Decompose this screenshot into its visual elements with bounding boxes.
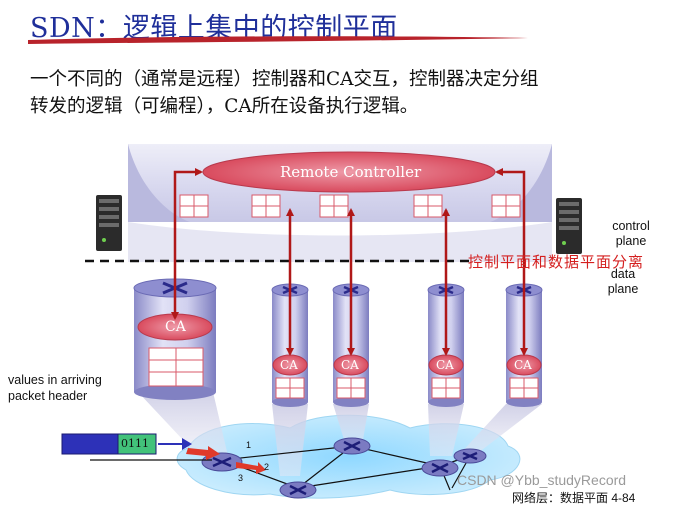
ca-label: CA <box>514 358 532 372</box>
separation-annotation: 控制平面和数据平面分离 <box>468 254 645 271</box>
controller-ca-arrows <box>171 168 528 356</box>
control-plane-label: control plane <box>612 219 650 248</box>
description-line: 一个不同的（通常是远程）控制器和CA交互，控制器决定分组 <box>30 69 539 90</box>
router-icon <box>279 481 317 499</box>
watermark: CSDN @Ybb_studyRecord <box>457 472 627 488</box>
flow-table-icon <box>319 194 349 218</box>
ca-label: CA <box>341 358 359 372</box>
flow-table-icon <box>491 194 521 218</box>
output-arrow-icon <box>186 446 220 460</box>
data-plane-label: data plane <box>607 267 639 296</box>
flow-table-icon <box>413 194 443 218</box>
switch-cones <box>138 392 542 476</box>
router-icon <box>333 437 371 455</box>
description-line: 转发的逻辑（可编程），CA所在设备执行逻辑。 <box>30 96 419 117</box>
router-icon <box>201 452 243 472</box>
server-icon <box>96 195 122 251</box>
description: 一个不同的（通常是远程）控制器和CA交互，控制器决定分组 转发的逻辑（可编程），… <box>30 66 685 120</box>
packet-value: 0111 <box>121 437 149 450</box>
ca-label: CA <box>436 358 454 372</box>
flow-table-icon <box>179 194 209 218</box>
flow-table-icon <box>431 377 461 399</box>
port-number: 1 <box>246 440 252 450</box>
flow-table-icon <box>148 347 204 387</box>
port-number: 2 <box>264 462 270 472</box>
title-underline <box>28 36 528 44</box>
flow-table-icon <box>251 194 281 218</box>
flow-table-icon <box>336 377 366 399</box>
router-icon <box>453 448 487 464</box>
ca-label: CA <box>280 358 298 372</box>
flow-table-icon <box>275 377 305 399</box>
router-icon <box>421 459 459 477</box>
server-icon <box>556 198 582 254</box>
flow-table-icon <box>509 377 539 399</box>
packet-header-note: values in arriving packet header <box>8 373 102 403</box>
arriving-packet <box>61 433 266 474</box>
slide-footer: 网络层：数据平面 4-84 <box>512 491 636 505</box>
ca-label: CA <box>165 319 186 335</box>
port-number: 3 <box>238 473 244 483</box>
remote-controller-label: Remote Controller <box>280 163 422 181</box>
